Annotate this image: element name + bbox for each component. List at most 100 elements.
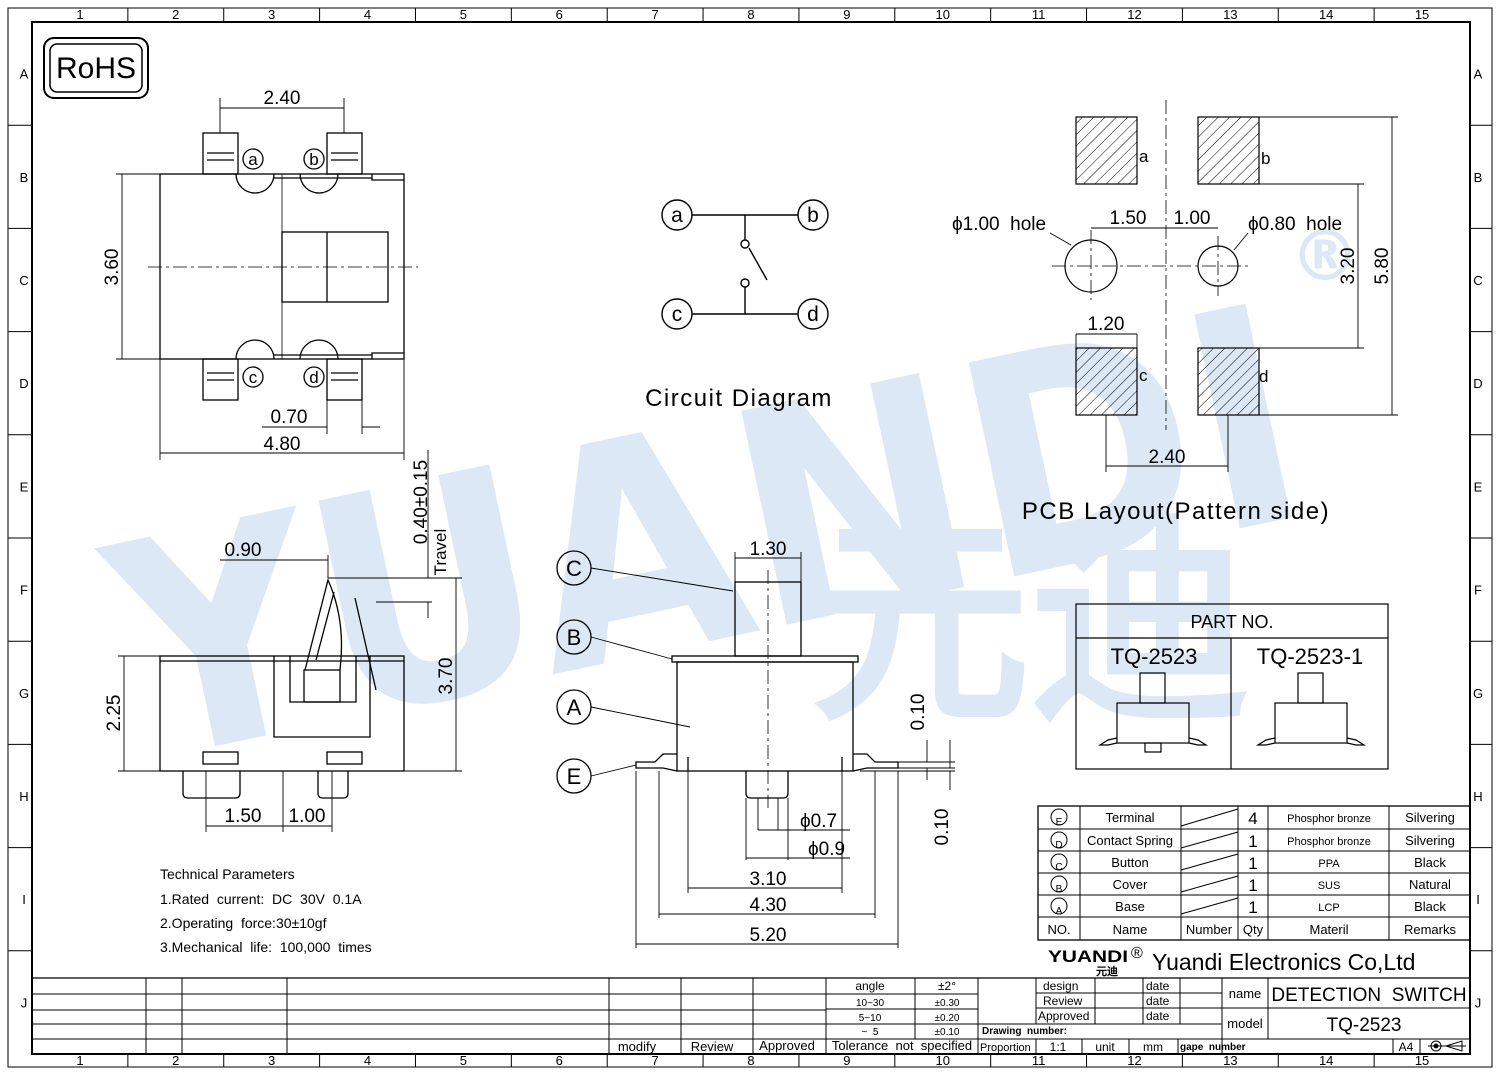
frame-col-label-bottom: 7: [652, 1053, 659, 1068]
frame-col-label-top: 3: [268, 7, 275, 22]
dim-top-width: 4.80: [264, 434, 301, 455]
frame-col-label-bottom: 13: [1223, 1053, 1237, 1068]
frame-ticks: [8, 8, 1492, 1067]
top-pin-d: d: [309, 368, 318, 387]
tech-params-title: Technical Parameters: [160, 866, 295, 882]
bom-header-qty: Qty: [1243, 922, 1264, 937]
bom-cell-material: SUS: [1318, 880, 1341, 892]
frame-col-label-top: 8: [747, 7, 754, 22]
label-date-2: date: [1146, 994, 1170, 1008]
dim-pcb-h2: 1.00: [1174, 208, 1211, 229]
top-view-dimensions: [116, 98, 405, 460]
bom-table: [1037, 805, 1471, 941]
label-approved: Approved: [759, 1038, 815, 1053]
bom-cell-qty: 1: [1248, 898, 1257, 917]
value-paper: A4: [1399, 1040, 1414, 1054]
frame-row-label-left: E: [20, 479, 29, 494]
label-page-number: gape number: [1180, 1042, 1246, 1053]
top-pin-a: a: [248, 150, 258, 169]
frame-row-label-right: A: [1474, 67, 1483, 82]
bom-cell-name: Base: [1115, 899, 1145, 914]
frame-col-label-top: 10: [935, 7, 949, 22]
frame-row-label-right: I: [1476, 892, 1480, 907]
tol-value-1: ±0.30: [935, 998, 960, 1009]
circuit-diagram: [661, 199, 829, 330]
bom-header-remarks: Remarks: [1404, 922, 1457, 937]
label-date-1: date: [1146, 979, 1170, 993]
frame-row-label-right: J: [1475, 995, 1482, 1010]
label-proportion: Proportion: [980, 1042, 1031, 1054]
frame-row-label-right: C: [1473, 273, 1482, 288]
frame-col-label-bottom: 9: [843, 1053, 850, 1068]
label-design-review: Review: [1043, 994, 1083, 1008]
dim-front-t2: 0.10: [932, 809, 953, 846]
tech-param-3: 3.Mechanical life: 100,000 times: [160, 939, 372, 955]
dim-pcb-h1: 1.50: [1110, 208, 1147, 229]
bom-header-name: Name: [1113, 922, 1148, 937]
dim-front-w2: 4.30: [750, 895, 787, 916]
front-view-dimensions: [635, 552, 955, 948]
frame-col-label-top: 9: [843, 7, 850, 22]
label-date-3: date: [1146, 1009, 1170, 1023]
title-block-logo: YUANDI ® 元迪: [1048, 945, 1143, 978]
name-model-block: name DETECTION SWITCH model TQ-2523: [1227, 985, 1466, 1036]
bom-cell-material: Phosphor bronze: [1287, 813, 1371, 825]
rohs-label: RoHS: [56, 52, 136, 85]
pcb-pad-labels: a b c d: [1139, 147, 1270, 386]
bom-header-material: Materil: [1309, 922, 1348, 937]
frame-col-label-top: 1: [76, 7, 83, 22]
dim-front-w3: 5.20: [750, 925, 787, 946]
dim-side-body: 2.25: [104, 695, 125, 732]
frame-row-label-left: J: [21, 995, 28, 1010]
dim-side-p2: 1.00: [289, 806, 326, 827]
dim-top-height: 3.60: [102, 249, 123, 286]
callout-b: B: [567, 625, 582, 650]
tol-label-3: ~ 5: [862, 1027, 879, 1038]
dim-top-pitch: 2.40: [264, 88, 301, 109]
tolerance-footer: Tolerance not specified: [832, 1038, 972, 1053]
part-no-header: PART NO.: [1190, 612, 1273, 632]
circuit-node-b: b: [807, 204, 819, 227]
frame-row-label-left: F: [20, 583, 28, 598]
frame-col-label-top: 11: [1032, 7, 1046, 22]
pcb-hole-left: ϕ1.00 hole: [952, 214, 1046, 235]
frame-col-label-top: 14: [1319, 7, 1333, 22]
bom-cell-remarks: Black: [1414, 855, 1446, 870]
bom-header-no: NO.: [1047, 922, 1070, 937]
callout-e: E: [567, 764, 582, 789]
side-view-dimensions: [118, 450, 462, 832]
dim-pcb-pad-width: 1.20: [1088, 314, 1125, 335]
frame-col-label-top: 7: [652, 7, 659, 22]
frame-labels: 1122334455667788991010111112121313141415…: [19, 7, 1483, 1068]
dim-pcb-pad-pitch: 2.40: [1149, 447, 1186, 468]
logo-registered: ®: [1131, 945, 1143, 962]
label-name: name: [1229, 986, 1262, 1001]
frame-col-label-top: 2: [172, 7, 179, 22]
tech-param-2: 2.Operating force:30±10gf: [160, 915, 327, 931]
label-model: model: [1227, 1016, 1263, 1031]
frame-col-label-bottom: 3: [268, 1053, 275, 1068]
watermark-registered: ®: [1290, 215, 1360, 297]
pcb-pad-a: a: [1139, 147, 1149, 166]
top-view: [148, 132, 418, 401]
bom-cell-material: LCP: [1318, 902, 1339, 914]
company-name: Yuandi Electronics Co,Ltd: [1152, 949, 1415, 975]
dim-side-overall: 3.70: [436, 658, 457, 695]
part-no-table: [1075, 603, 1389, 770]
bom-cell-remarks: Natural: [1409, 877, 1451, 892]
bom-cell-name: Cover: [1113, 877, 1148, 892]
frame-col-label-bottom: 14: [1319, 1053, 1333, 1068]
label-unit: unit: [1095, 1040, 1115, 1054]
dim-front-t1: 0.10: [908, 694, 929, 731]
bom-cell-no: D: [1055, 840, 1062, 851]
frame-row-label-left: C: [19, 273, 28, 288]
revision-labels: modify Review Approved: [618, 1038, 815, 1054]
top-pin-c: c: [249, 368, 258, 387]
bom-header-number: Number: [1186, 922, 1233, 937]
scale-row: Proportion 1:1 unit mm gape number A4: [980, 1040, 1414, 1054]
logo-cn: 元迪: [1096, 964, 1118, 978]
bom-cell-name: Terminal: [1105, 810, 1154, 825]
pcb-hole-right: ϕ0.80 hole: [1248, 214, 1342, 235]
side-view: [159, 578, 405, 799]
